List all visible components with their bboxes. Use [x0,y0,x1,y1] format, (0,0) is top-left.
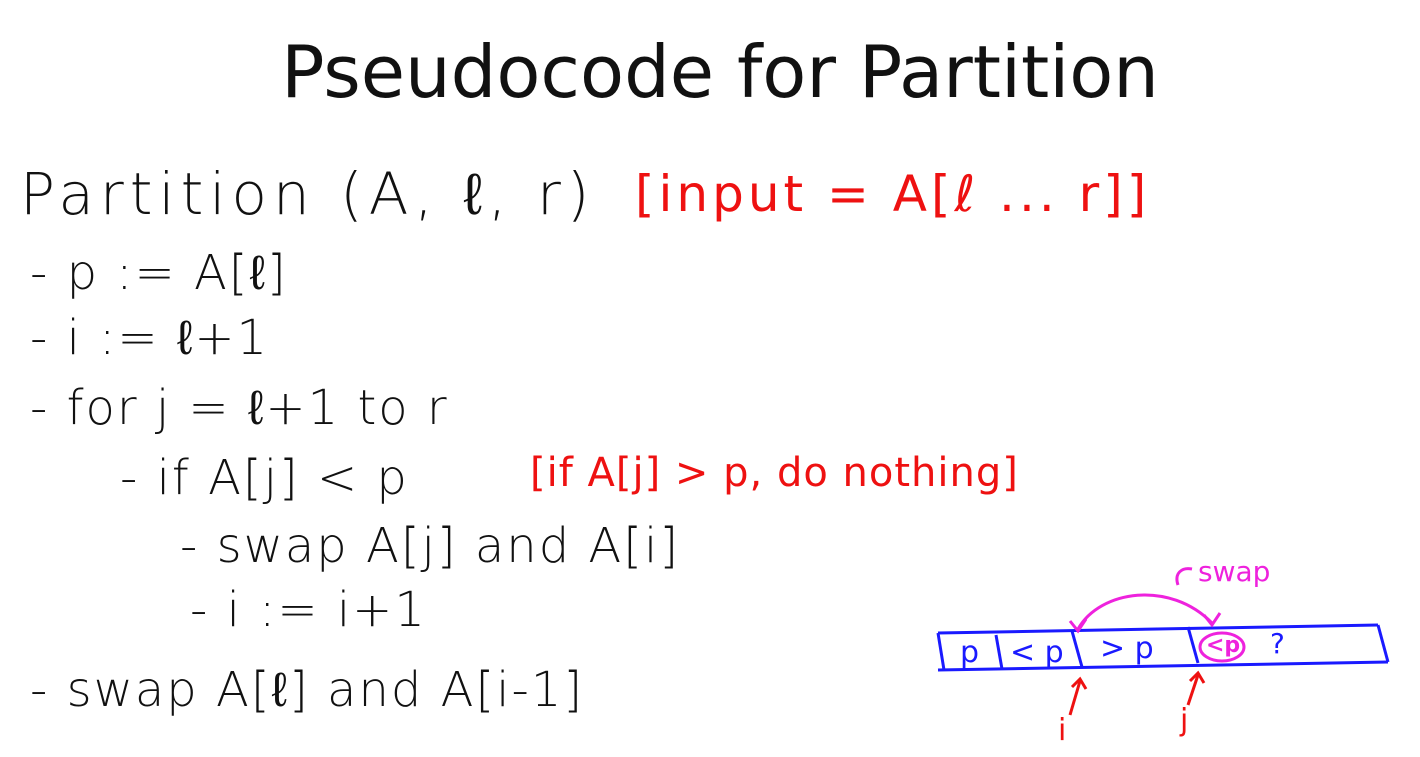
pointer-j-label: j [1180,703,1189,738]
cell-less-than-p: < p [1010,635,1064,670]
pseudocode-line-pivot: - p := A[ℓ] [30,245,288,301]
pseudocode-line-init-i: - i := ℓ+1 [30,310,270,366]
cell-pivot: p [960,635,980,670]
array-right-edge [1376,624,1390,663]
swap-label: swap [1198,555,1271,588]
pseudocode-line-final-swap: - swap A[ℓ] and A[i-1] [30,662,585,718]
pseudocode-line-increment-i: - i := i+1 [190,582,427,638]
array-bottom-edge [937,660,1389,672]
swap-target-circle [1198,631,1246,663]
array-top-edge [937,623,1379,635]
slide-title: Pseudocode for Partition [281,30,1159,114]
swap-label-tail [1175,567,1193,586]
cell-greater-than-p: > p [1100,631,1154,666]
pseudocode-line-if: - if A[j] < p [120,450,409,506]
divider-greater [1186,626,1200,664]
pointer-i-arrow [1068,680,1082,716]
function-signature: Partition (A, ℓ, r) [20,160,596,228]
pointer-j-head [1188,670,1206,684]
swap-arc [1076,593,1214,630]
if-annotation: [if A[j] > p, do nothing] [530,450,1019,496]
pointer-i-head [1070,676,1088,690]
cell-circled-less-than-p: <p [1206,633,1241,658]
array-left-edge [936,632,946,671]
swap-arrow-right [1202,612,1222,628]
pointer-j-arrow [1186,674,1200,706]
divider-less [1070,630,1084,668]
pointer-i-label: i [1058,713,1067,748]
divider-pivot [994,634,1004,670]
array-diagram-svg [936,567,1390,716]
cell-unknown: ? [1270,627,1285,660]
pseudocode-line-swap-inner: - swap A[j] and A[i] [180,518,681,574]
pseudocode-line-for-loop: - for j = ℓ+1 to r [30,380,449,436]
swap-arrow-left [1068,618,1088,634]
partition-array-diagram: swap p < p > p <p ? i j [930,555,1400,755]
input-annotation: [input = A[ℓ ... r]] [635,165,1151,223]
